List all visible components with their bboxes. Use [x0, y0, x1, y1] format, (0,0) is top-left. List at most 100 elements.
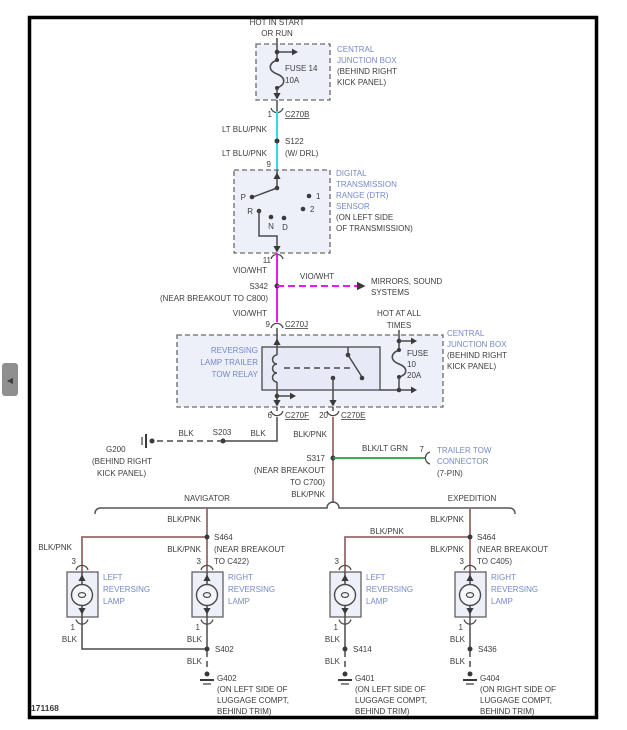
ground-label: G401 [355, 674, 375, 683]
component-label: JUNCTION BOX [447, 340, 507, 349]
component-label: LAMP [103, 597, 125, 606]
power-source-label: HOT IN START [250, 18, 305, 27]
connector-link-c270f[interactable]: C270F [285, 411, 309, 420]
relay-inner-box [261, 346, 381, 391]
wire-color-label: BLK/PNK [430, 545, 464, 554]
pin-number: 1 [71, 623, 76, 632]
connector-link-c270e[interactable]: C270E [341, 411, 365, 420]
gear-position-label: D [282, 223, 288, 232]
wire-blk-pnk [344, 536, 470, 572]
lamp-right-reversing-expedition [454, 571, 487, 618]
branch-rail [94, 501, 516, 515]
fuse-rating: 10A [285, 76, 300, 85]
prev-page-button[interactable]: ◀ [2, 363, 18, 396]
ground-symbol-g200 [141, 434, 155, 448]
ground-location: BEHIND TRIM) [355, 707, 410, 716]
arrowhead [341, 608, 349, 615]
splice-dot [204, 534, 210, 540]
wire-color-label: LT BLU/PNK [222, 125, 268, 134]
component-location: KICK PANEL) [337, 78, 387, 87]
bulb-filament [340, 591, 350, 598]
wire-color-label: BLK [187, 635, 203, 644]
component-label: REVERSING [211, 346, 258, 355]
connector-link-c270b[interactable]: C270B [285, 110, 309, 119]
connector-symbol [326, 410, 340, 417]
component-label: REVERSING [366, 585, 413, 594]
arrowhead [329, 400, 337, 407]
ground-location: LUGGAGE COMPT, [480, 696, 552, 705]
splice-label: S203 [213, 428, 232, 437]
wire-color-label: BLK/PNK [291, 490, 325, 499]
arrowhead [273, 93, 281, 100]
fuse10-symbol [391, 349, 407, 378]
pin-number: 9 [267, 160, 272, 169]
wire-color-label: BLK [450, 657, 466, 666]
pin-number: 1 [268, 110, 273, 119]
ground-label: G404 [480, 674, 500, 683]
splice-label: S436 [478, 645, 497, 654]
pin-number: 7 [420, 445, 425, 454]
prev-page-button-bg[interactable] [2, 363, 18, 396]
contact-dot [268, 214, 274, 220]
destination-label: SYSTEMS [371, 288, 409, 297]
wire-color-label: BLK [62, 635, 78, 644]
pin-number: 6 [268, 411, 273, 420]
arrowhead [292, 48, 298, 56]
arrowhead [78, 608, 86, 615]
component-label: TOW RELAY [212, 370, 259, 379]
gear-position-label: N [268, 222, 274, 231]
wire-color-label: LT BLU/PNK [222, 149, 268, 158]
connector-symbol [463, 564, 477, 571]
lamp-left-reversing-expedition [329, 571, 362, 618]
arrowhead [290, 392, 296, 400]
splice-dot [467, 534, 473, 540]
dtr-sensor-box [233, 169, 331, 254]
ground-location: LUGGAGE COMPT, [355, 696, 427, 705]
splice-dot [204, 646, 210, 652]
junction-dot [275, 58, 279, 62]
connector-symbol [75, 564, 89, 571]
wire-color-label: BLK [187, 657, 203, 666]
lamp-left-reversing-navigator [66, 571, 99, 618]
vehicle-branch-label: NAVIGATOR [184, 494, 230, 503]
component-label: REVERSING [491, 585, 538, 594]
component-location: (BEHIND RIGHT [447, 351, 507, 360]
splice-note: (NEAR BREAKOUT [214, 545, 285, 554]
contact-dot [249, 194, 255, 200]
fuse14-symbol [269, 59, 285, 89]
pin-number: 20 [319, 411, 328, 420]
wire-color-label: BLK/LT GRN [362, 444, 408, 453]
component-location: OF TRANSMISSION) [336, 224, 413, 233]
arrowhead [357, 281, 366, 291]
component-label: LAMP [366, 597, 388, 606]
contact-dot [300, 206, 306, 212]
connector-symbol [200, 564, 214, 571]
connector-link-c270j[interactable]: C270J [285, 320, 308, 329]
wire-color-label: BLK/PNK [167, 515, 201, 524]
chevron-left-icon[interactable]: ◀ [7, 376, 14, 385]
component-label: RIGHT [491, 573, 516, 582]
contact-dot [306, 193, 312, 199]
ground-location: (ON LEFT SIDE OF [217, 685, 288, 694]
splice-label: S342 [249, 282, 268, 291]
pin-number: 11 [263, 256, 272, 265]
gear-position-label: 1 [316, 192, 321, 201]
wire-color-label: BLK [325, 657, 341, 666]
splice-label: S464 [477, 533, 496, 542]
wire-blk [223, 417, 278, 442]
splice-dot [467, 646, 473, 652]
ground-symbol-g402 [200, 671, 214, 685]
wire-color-label: VIO/WHT [233, 309, 267, 318]
arrowhead [78, 574, 86, 581]
power-source-label: TIMES [387, 321, 411, 330]
switch-blade [347, 354, 363, 378]
component-label: JUNCTION BOX [337, 56, 397, 65]
junction-dot [397, 348, 401, 352]
fuse-label: FUSE 14 [285, 64, 318, 73]
splice-label: S402 [215, 645, 234, 654]
ground-symbol-g401 [338, 671, 352, 685]
ground-location: KICK PANEL) [97, 469, 147, 478]
figure-number: 171168 [31, 703, 59, 713]
component-location: (BEHIND RIGHT [337, 67, 397, 76]
